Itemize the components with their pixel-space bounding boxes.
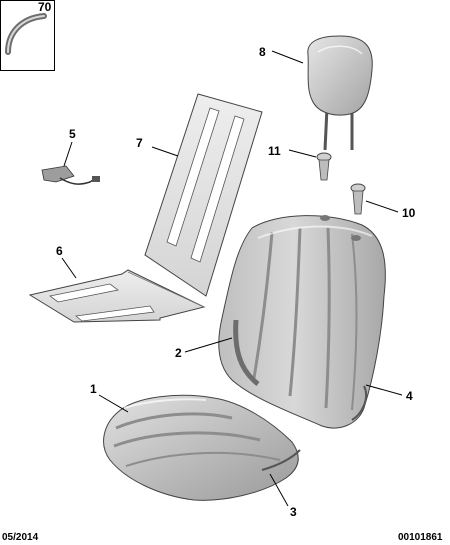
callout-1: 1: [90, 382, 97, 396]
headrest-guide-part-10: 10: [350, 183, 416, 220]
callout-3: 3: [290, 505, 297, 519]
callout-10: 10: [402, 206, 416, 220]
callout-7: 7: [136, 136, 143, 150]
headrest-cushion: [307, 35, 373, 116]
component-body: [41, 165, 75, 183]
leader-8: [271, 50, 304, 64]
seat-panel-part-6: 6: [28, 244, 206, 323]
leader-7: [151, 146, 179, 157]
inset-box-part-70: 70: [0, 0, 55, 71]
footer-date: 05/2014: [2, 532, 39, 543]
callout-8: 8: [259, 45, 266, 59]
callout-6: 6: [56, 244, 63, 258]
headrest-part-8: 8: [259, 35, 373, 151]
headrest-guide-part-11: 11: [268, 144, 332, 181]
leader-3: [269, 473, 289, 507]
leader-5: [63, 141, 73, 167]
footer-reference: 00101861: [398, 532, 443, 543]
component-cable: [59, 177, 97, 185]
leader-2: [184, 337, 233, 353]
backrest-frame-part-4: 4: [351, 384, 413, 421]
backrest-foam-part-2: 2: [175, 215, 386, 429]
callout-4: 4: [406, 389, 413, 403]
leader-11: [288, 149, 317, 158]
seat-cushion-part-1: 1: [90, 382, 299, 501]
callout-70: 70: [38, 0, 52, 14]
callout-11: 11: [268, 144, 281, 158]
seat-frame-part-3: 3: [261, 449, 301, 519]
backrest-panel-part-7: 7: [136, 93, 263, 297]
callout-5: 5: [69, 127, 76, 141]
seat-cushion-body: [103, 394, 299, 501]
callout-2: 2: [175, 346, 182, 360]
leader-6: [61, 257, 77, 279]
leader-10: [365, 200, 399, 213]
backrest-side-bolster: [233, 319, 260, 386]
backrest-foam-body: [218, 215, 386, 429]
guide-sleeve-right: [352, 190, 364, 215]
seat-panel-sheet: [28, 269, 206, 323]
leader-4: [365, 384, 403, 396]
component-part-5: 5: [41, 127, 100, 185]
leader-1: [98, 394, 129, 413]
headrest-rod-left: [323, 107, 329, 151]
guide-sleeve-left: [318, 159, 330, 181]
